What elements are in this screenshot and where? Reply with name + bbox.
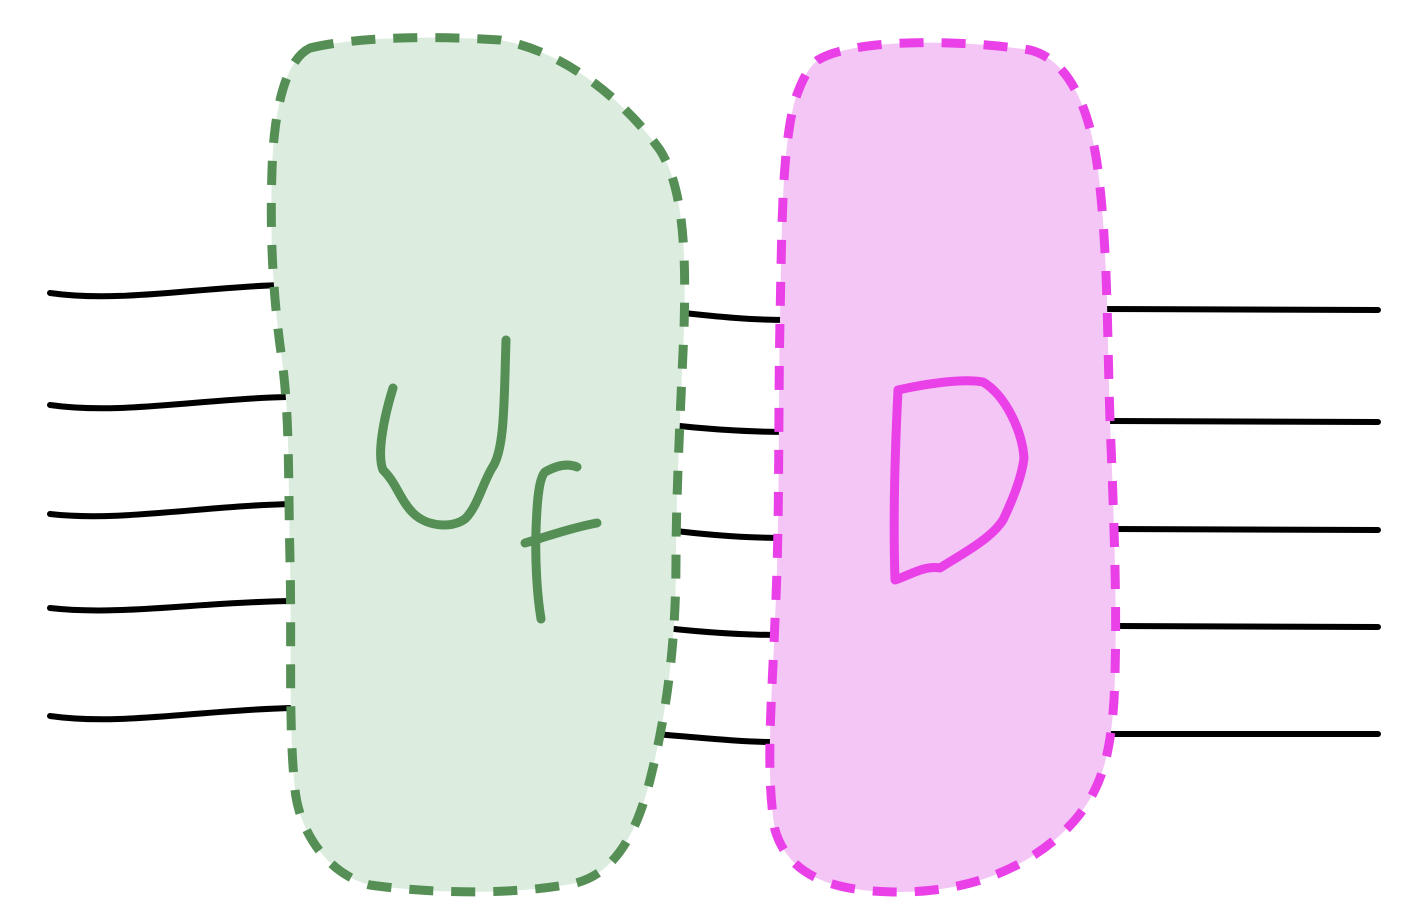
output-wire-2 (1107, 418, 1381, 425)
uf-block-outline (266, 33, 690, 897)
middle-wire-4 (662, 625, 783, 638)
d-block-outline (765, 38, 1121, 897)
input-wire-2 (47, 394, 289, 412)
input-wire-3 (47, 501, 295, 520)
middle-wire-2 (667, 422, 793, 435)
output-wire-4 (1115, 623, 1381, 630)
input-wires (47, 282, 295, 723)
d-glyph (889, 376, 1029, 585)
middle-wire-5 (652, 731, 778, 745)
input-wire-5 (47, 705, 295, 723)
f-glyph-stem (531, 460, 582, 624)
f-glyph-crossbar (520, 518, 602, 548)
uf-block (266, 33, 690, 897)
input-wire-4 (47, 598, 295, 614)
d-block (765, 38, 1121, 897)
middle-wire-1 (672, 309, 793, 323)
output-wire-1 (1097, 306, 1381, 313)
u-glyph (376, 335, 511, 530)
output-wires (1097, 306, 1381, 737)
input-wire-1 (47, 282, 285, 300)
middle-wires (652, 309, 793, 745)
output-wire-3 (1109, 526, 1381, 533)
middle-wire-3 (665, 527, 788, 541)
